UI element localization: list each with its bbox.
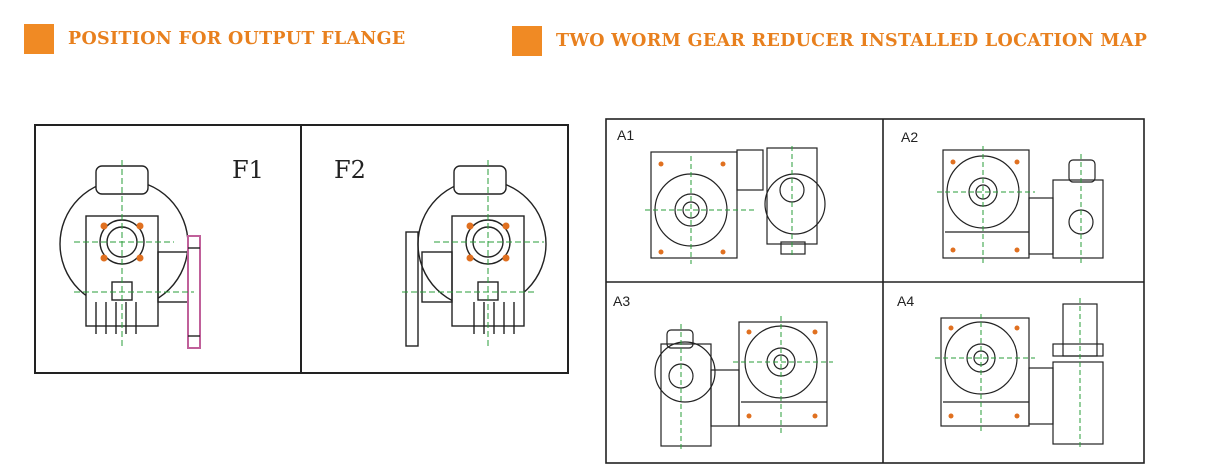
a4-reducer-drawing (940, 303, 1104, 445)
a4-label: A4 (897, 293, 914, 309)
orange-square-icon (24, 24, 54, 54)
location-section-title: TWO WORM GEAR REDUCER INSTALLED LOCATION… (556, 31, 1148, 51)
flange-diagram: F1 F2 (34, 124, 569, 374)
f1-gearbox-drawing (59, 165, 201, 349)
flange-section-title: POSITION FOR OUTPUT FLANGE (68, 29, 406, 49)
location-map-panel: A1 A2 (605, 118, 1145, 464)
location-section-header: TWO WORM GEAR REDUCER INSTALLED LOCATION… (512, 26, 1147, 56)
a2-reducer-drawing (942, 149, 1104, 259)
a1-reducer-drawing (650, 147, 826, 259)
location-map-diagram: A1 A2 (605, 118, 1145, 464)
f2-label: F2 (334, 156, 366, 184)
f2-gearbox-drawing (405, 165, 547, 347)
flange-section-header: POSITION FOR OUTPUT FLANGE (24, 24, 406, 54)
a1-label: A1 (617, 127, 634, 143)
f1-label: F1 (232, 156, 264, 184)
flange-positions-panel: F1 F2 (34, 124, 569, 374)
a2-label: A2 (901, 129, 918, 145)
orange-square-icon (512, 26, 542, 56)
a3-label: A3 (613, 293, 630, 309)
